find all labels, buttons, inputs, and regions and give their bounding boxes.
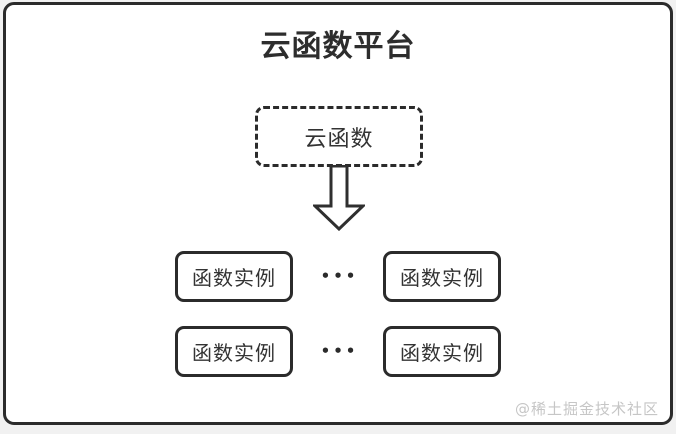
function-instance-box: 函数实例	[383, 251, 501, 302]
down-arrow-icon	[311, 164, 367, 232]
instance-row: 函数实例 ••• 函数实例	[175, 326, 501, 377]
ellipsis: •••	[320, 342, 359, 360]
function-instance-label: 函数实例	[192, 266, 276, 290]
cloud-function-label: 云函数	[304, 126, 374, 152]
function-instance-label: 函数实例	[400, 266, 484, 290]
cloud-function-box: 云函数	[255, 106, 423, 167]
instance-row: 函数实例 ••• 函数实例	[175, 251, 501, 302]
function-instance-label: 函数实例	[400, 341, 484, 365]
function-instance-label: 函数实例	[192, 341, 276, 365]
watermark: @稀土掘金技术社区	[514, 400, 659, 418]
diagram-title: 云函数平台	[260, 29, 416, 64]
function-instance-box: 函数实例	[383, 326, 501, 377]
ellipsis: •••	[320, 267, 359, 285]
function-instance-box: 函数实例	[175, 326, 293, 377]
function-instance-box: 函数实例	[175, 251, 293, 302]
